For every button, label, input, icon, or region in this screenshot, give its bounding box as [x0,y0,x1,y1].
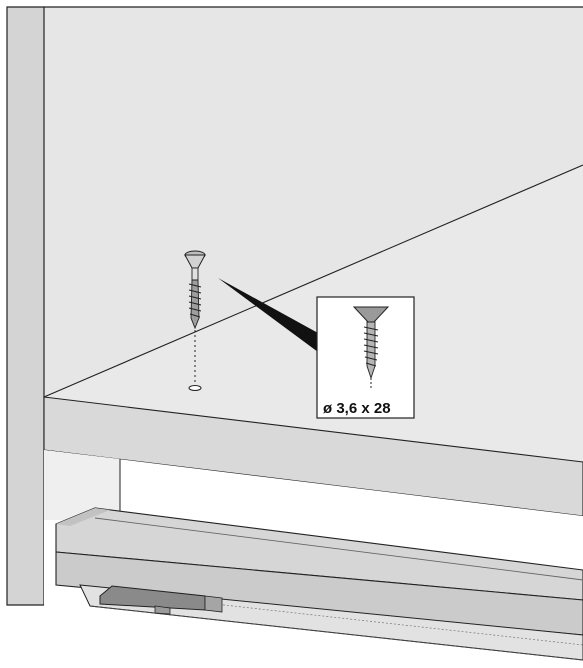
roller-fitting [99,585,223,615]
screw-drawing [184,250,206,391]
screw-callout-box: ø 3,6 x 28 [316,296,415,419]
callout-pointer [218,278,318,352]
shelf-panel [43,164,583,517]
cabinet-left-side-panel [6,6,45,606]
callout-screw-icon [352,306,390,390]
screw-size-label: ø 3,6 x 28 [323,400,391,417]
